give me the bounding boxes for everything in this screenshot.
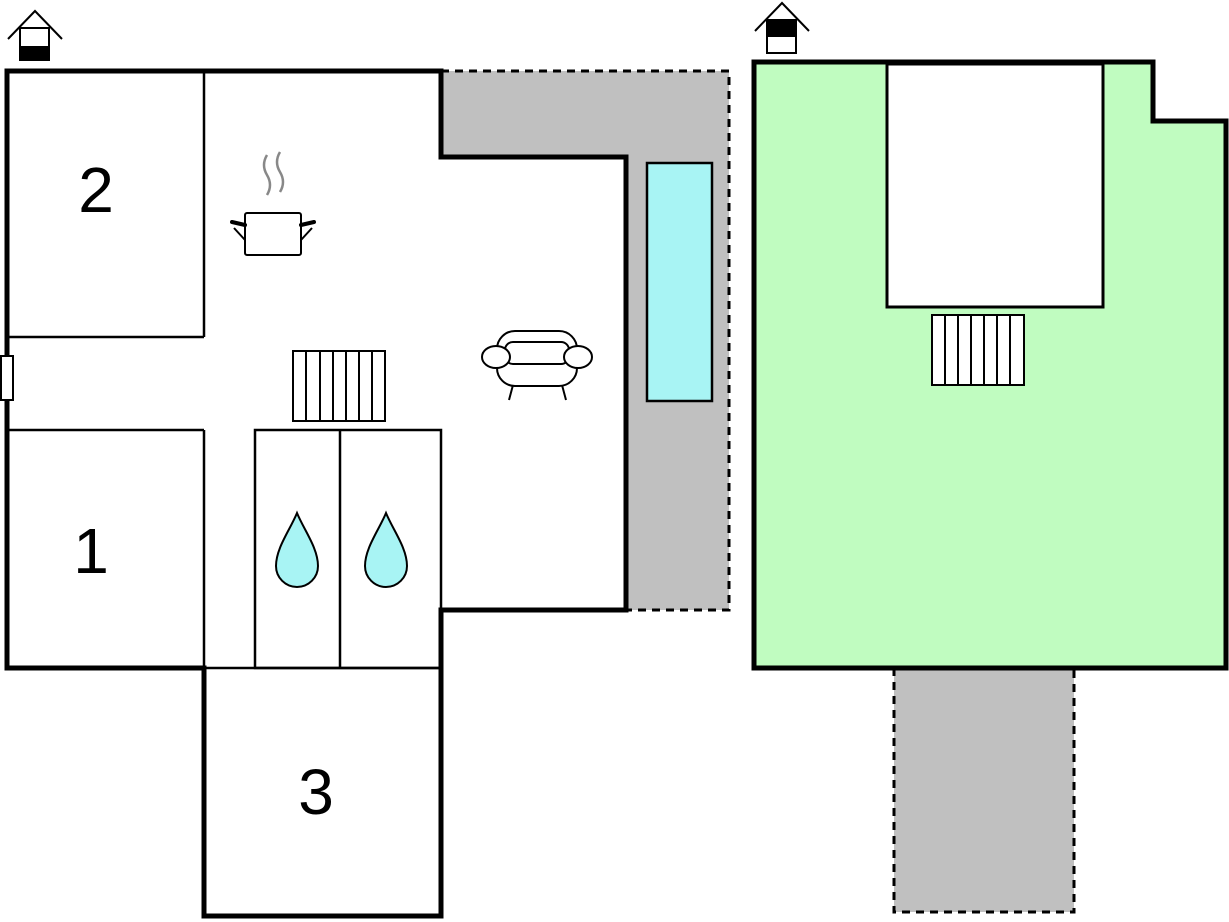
sofa-icon [481,330,593,401]
house-floor-indicator-upper-icon [754,1,810,54]
swimming-pool [645,161,714,403]
house-floor-indicator-lower-icon [7,9,63,61]
terrace [892,666,1076,914]
interior-walls [9,73,443,670]
entrance-door [0,355,14,401]
staircase-icon [292,350,386,422]
ground-floor-plan: 2 1 3 [0,9,731,919]
upper-room [885,62,1105,309]
water-drop-icon [363,510,409,588]
upper-floor-plan [751,1,1229,914]
room-label-1: 1 [73,515,109,587]
room-label-3: 3 [298,756,334,828]
room-label-2: 2 [78,154,114,226]
cooking-pot-icon [230,151,316,256]
water-drop-icon [274,510,320,588]
staircase-icon [931,314,1025,386]
